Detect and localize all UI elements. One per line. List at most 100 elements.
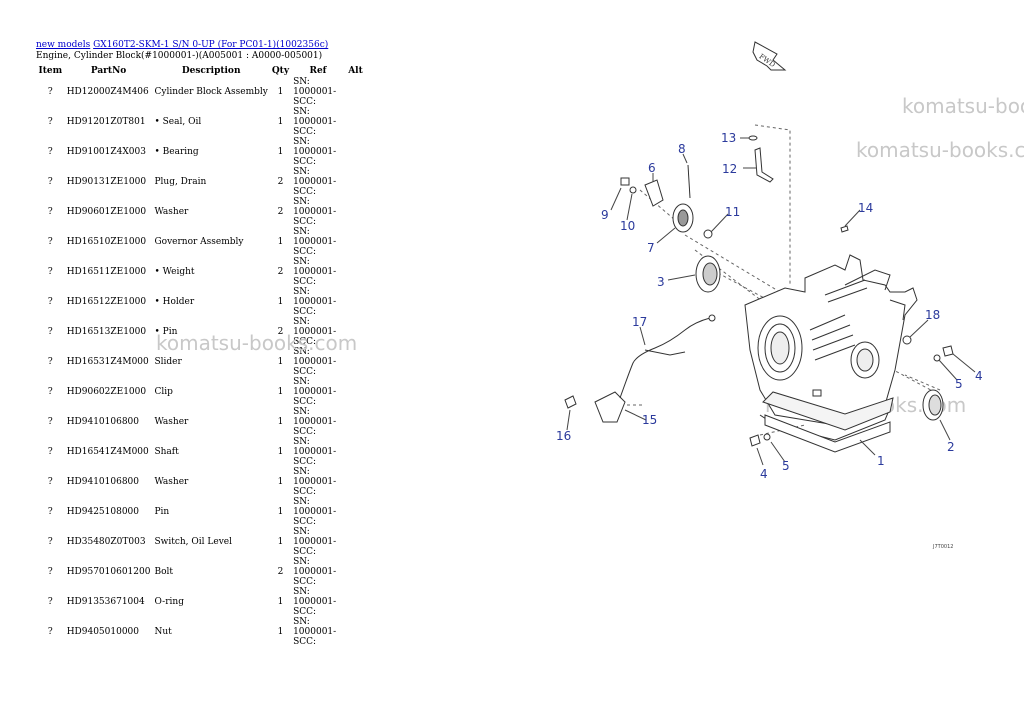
cell-qty: 2 [277, 327, 284, 337]
cell-description: Cylinder Block Assembly [154, 87, 268, 97]
cell-description: Governor Assembly [154, 237, 244, 247]
cell-qty: 2 [277, 177, 284, 187]
cell-qty: 1 [277, 417, 284, 427]
col-qty: Qty [271, 66, 290, 76]
cell-ref: SN: 1000001-SCC: [293, 197, 337, 227]
parts-list-panel: new models GX160T2-SKM-1 S/N 0-UP (For P… [36, 40, 366, 647]
cell-qty: 1 [277, 597, 284, 607]
cell-alt [345, 587, 366, 617]
cell-partno: HD35480Z0T003 [66, 537, 146, 547]
cylinder-block-drawing [744, 254, 918, 453]
washer-drawing [620, 177, 637, 194]
cell-item: ? [47, 327, 53, 337]
cell-partno: HD9410106800 [66, 417, 140, 427]
drawing-code: J7T0012 [932, 544, 953, 550]
cell-ref: SN: 1000001-SCC: [293, 437, 337, 467]
cell-alt [345, 107, 366, 137]
leader-lines [566, 137, 976, 466]
breadcrumb-root-link[interactable]: new models [36, 40, 91, 50]
exploded-parts-diagram: FWD [556, 41, 983, 550]
cell-qty: 1 [277, 297, 284, 307]
cell-item: ? [47, 597, 53, 607]
cell-qty: 1 [277, 117, 284, 127]
breadcrumb-model-link[interactable]: GX160T2-SKM-1 S/N 0-UP (For PC01-1)(1002… [93, 40, 329, 50]
cell-partno: HD90601ZE1000 [66, 207, 147, 217]
cell-qty: 2 [277, 267, 284, 277]
cell-description: Bolt [154, 567, 173, 577]
cell-alt [345, 77, 366, 107]
cell-alt [345, 227, 366, 257]
cell-item: ? [47, 237, 53, 247]
cell-description: • Holder [154, 297, 195, 307]
cell-qty: 1 [277, 237, 284, 247]
cell-alt [345, 527, 366, 557]
cell-description: Washer [154, 207, 189, 217]
cell-qty: 1 [277, 507, 284, 517]
cell-qty: 1 [277, 357, 284, 367]
cell-alt [345, 467, 366, 497]
cell-qty: 1 [277, 387, 284, 397]
cell-alt [345, 557, 366, 587]
cell-qty: 1 [277, 477, 284, 487]
callout-17: 17 [632, 315, 647, 329]
cell-alt [345, 617, 366, 647]
clip-drawing [703, 229, 713, 239]
cell-ref: SN: 1000001-SCC: [293, 587, 337, 617]
cell-qty: 1 [277, 87, 284, 97]
cell-ref: SN: 1000001-SCC: [293, 77, 337, 107]
cell-item: ? [47, 267, 53, 277]
cell-item: ? [47, 177, 53, 187]
cell-description: Washer [154, 417, 189, 427]
parts-table: Item PartNo Description Qty Ref Alt ? HD1… [36, 65, 366, 647]
callout-3: 3 [657, 275, 665, 289]
cell-ref: SN: 1000001-SCC: [293, 227, 337, 257]
cell-ref: SN: 1000001-SCC: [293, 617, 337, 647]
cell-qty: 1 [277, 447, 284, 457]
callout-18: 18 [925, 308, 940, 322]
callout-5: 5 [955, 377, 963, 391]
callout-5: 5 [782, 459, 790, 473]
cell-item: ? [47, 207, 53, 217]
cell-description: Switch, Oil Level [154, 537, 232, 547]
pin-drawing [687, 164, 691, 199]
callout-labels: 1 2 3 4 4 5 5 6 7 8 9 10 11 12 13 14 15 … [556, 131, 983, 481]
cell-alt [345, 257, 366, 287]
callout-2: 2 [947, 440, 955, 454]
cell-ref: SN: 1000001-SCC: [293, 407, 337, 437]
cell-item: ? [47, 117, 53, 127]
cell-alt [345, 497, 366, 527]
cell-ref: SN: 1000001-SCC: [293, 107, 337, 137]
col-item: Item [38, 66, 63, 76]
cell-partno: HD91001Z4X003 [66, 147, 146, 157]
cell-alt [345, 317, 366, 347]
cell-description: • Bearing [154, 147, 199, 157]
callout-1: 1 [877, 454, 885, 468]
cell-description: Slider [154, 357, 182, 367]
col-description: Description [181, 66, 241, 76]
cell-description: Washer [154, 477, 189, 487]
cell-partno: HD16513ZE1000 [66, 327, 147, 337]
callout-12: 12 [722, 162, 737, 176]
cell-ref: SN: 1000001-SCC: [293, 377, 337, 407]
cell-partno: HD9405010000 [66, 627, 140, 637]
parts-table-header: Item PartNo Description Qty Ref Alt [36, 65, 366, 77]
cell-ref: SN: 1000001-SCC: [293, 527, 337, 557]
cell-partno: HD90602ZE1000 [66, 387, 147, 397]
bearing-drawing [695, 255, 721, 293]
cell-alt [345, 167, 366, 197]
cell-partno: HD957010601200 [66, 567, 151, 577]
cell-item: ? [47, 147, 53, 157]
cell-item: ? [47, 87, 53, 97]
governor-drawing [644, 179, 694, 233]
cell-description: Shaft [154, 447, 179, 457]
